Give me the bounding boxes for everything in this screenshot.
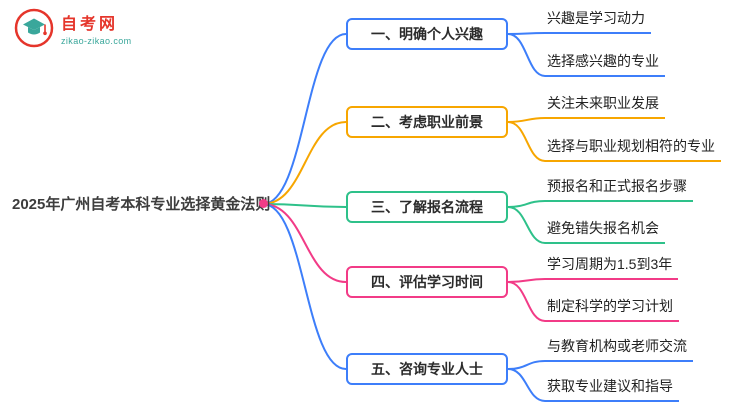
link-branch1-leaf1: [507, 32, 546, 35]
leaf-node-5-2[interactable]: 获取专业建议和指导: [545, 374, 679, 402]
link-root-branch-2: [262, 121, 347, 205]
branch-node-2[interactable]: 二、考虑职业前景: [346, 106, 508, 138]
root-node[interactable]: 2025年广州自考本科专业选择黄金法则: [12, 196, 271, 213]
link-branch4-leaf2: [507, 281, 546, 322]
link-root-branch-1: [262, 33, 347, 205]
branch-node-3[interactable]: 三、了解报名流程: [346, 191, 508, 223]
leaf-node-2-2[interactable]: 选择与职业规划相符的专业: [545, 134, 721, 162]
graduation-cap-logo-icon: [14, 8, 54, 48]
leaf-node-5-1[interactable]: 与教育机构或老师交流: [545, 334, 693, 362]
leaf-node-4-2[interactable]: 制定科学的学习计划: [545, 294, 679, 322]
branch-node-4[interactable]: 四、评估学习时间: [346, 266, 508, 298]
link-branch2-leaf2: [507, 121, 546, 162]
leaf-node-1-2[interactable]: 选择感兴趣的专业: [545, 49, 665, 77]
link-branch5-leaf2: [507, 368, 546, 402]
logo-name: 自考网: [61, 16, 119, 33]
leaf-node-3-2[interactable]: 避免错失报名机会: [545, 216, 665, 244]
branch-node-5[interactable]: 五、咨询专业人士: [346, 353, 508, 385]
link-branch3-leaf2: [507, 206, 546, 244]
root-dot: [259, 199, 268, 208]
logo-ring: [14, 8, 54, 48]
link-root-branch-3: [262, 203, 347, 208]
cap-top: [23, 18, 45, 30]
branch-node-1[interactable]: 一、明确个人兴趣: [346, 18, 508, 50]
link-root-branch-5: [262, 203, 347, 370]
link-branch3-leaf1: [507, 200, 546, 208]
site-logo[interactable]: 自考网 zikao-zikao.com: [14, 8, 132, 48]
leaf-node-4-1[interactable]: 学习周期为1.5到3年: [545, 252, 679, 280]
logo-text-block: 自考网 zikao-zikao.com: [61, 10, 132, 46]
link-root-branch-4: [262, 203, 347, 283]
leaf-node-2-1[interactable]: 关注未来职业发展: [545, 91, 665, 119]
link-branch2-leaf1: [507, 117, 546, 123]
cap-base: [28, 27, 40, 35]
cap-tassel-tip: [43, 31, 47, 36]
leaf-node-1-1[interactable]: 兴趣是学习动力: [545, 6, 651, 34]
link-branch5-leaf1: [507, 360, 546, 370]
link-branch4-leaf1: [507, 278, 546, 283]
link-branch1-leaf2: [507, 33, 546, 77]
logo-domain: zikao-zikao.com: [61, 36, 132, 46]
leaf-node-3-1[interactable]: 预报名和正式报名步骤: [545, 174, 693, 202]
